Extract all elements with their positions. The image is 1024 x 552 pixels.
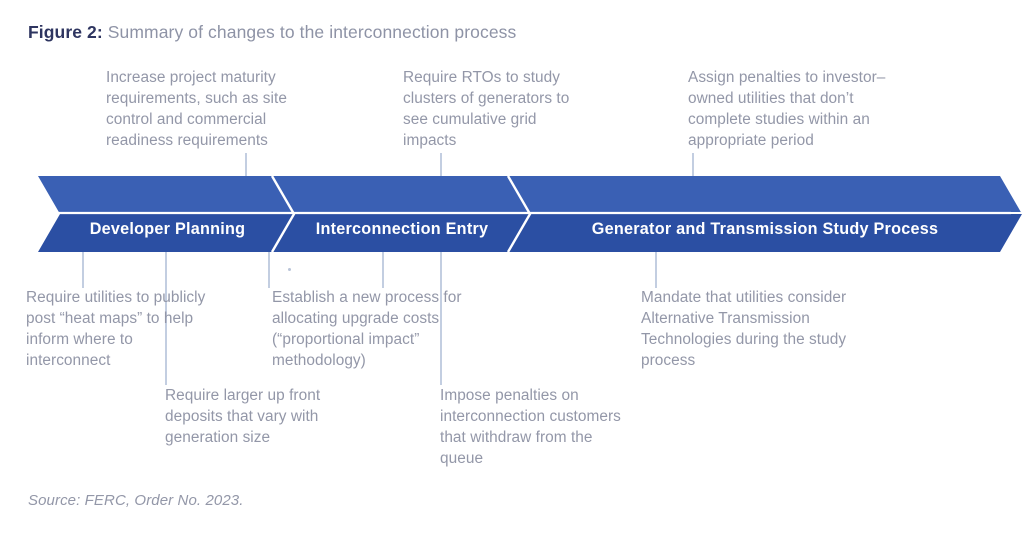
- connector-line-below-long-2: [440, 252, 442, 385]
- annotation-mandate-alternative-transmission-technologies: Mandate that utilities consider Alternat…: [641, 289, 847, 369]
- page-title: Figure 2: Summary of changes to the inte…: [28, 22, 516, 43]
- banner-shape: [38, 175, 1022, 253]
- connector-line-above-1: [245, 153, 247, 180]
- stage-label-interconnection-entry[interactable]: Interconnection Entry: [315, 220, 489, 238]
- figure-number: Figure 2:: [28, 22, 103, 42]
- connector-line-below-2: [268, 252, 270, 288]
- annotation-impose-penalties-withdrawal: Impose penalties on interconnection cust…: [440, 387, 621, 467]
- source-note: Source: FERC, Order No. 2023.: [28, 492, 244, 509]
- connector-line-below-1: [82, 252, 84, 288]
- stage-label-developer-planning[interactable]: Developer Planning: [89, 220, 246, 238]
- annotation-assign-penalties-investor-owned: Assign penalties to investor– owned util…: [688, 69, 886, 149]
- connector-line-above-3: [692, 153, 694, 180]
- annotation-establish-new-process-upgrade-costs: Establish a new process for allocating u…: [272, 289, 462, 369]
- connector-dot: [288, 268, 291, 271]
- stage-label-generator-and-transmission-study-process[interactable]: Generator and Transmission Study Process: [591, 220, 939, 238]
- annotation-increase-project-maturity: Increase project maturity requirements, …: [106, 69, 287, 149]
- connector-line-below-4: [655, 252, 657, 288]
- connector-line-above-2: [440, 153, 442, 180]
- connector-line-below-long-1: [165, 252, 167, 385]
- annotation-require-rtos-study-clusters: Require RTOs to study clusters of genera…: [403, 69, 570, 149]
- annotation-require-utilities-heat-maps: Require utilities to publicly post “heat…: [26, 289, 206, 369]
- connector-line-below-3: [382, 252, 384, 288]
- figure-caption: Summary of changes to the interconnectio…: [102, 22, 517, 42]
- annotation-require-larger-up-front-deposits: Require larger up front deposits that va…: [165, 387, 321, 446]
